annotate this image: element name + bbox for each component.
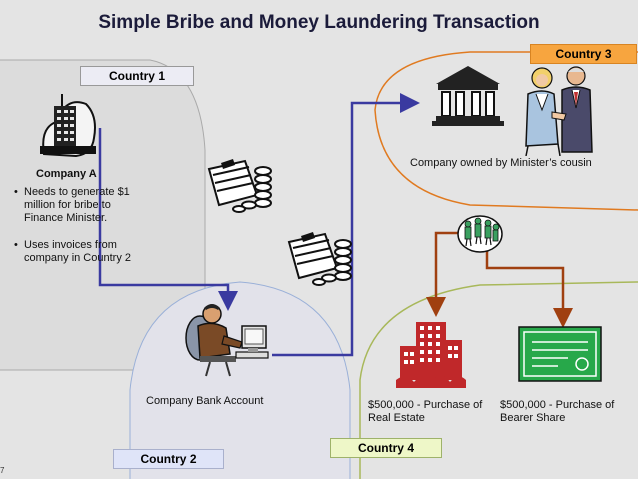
flow-arrow-bank-to-cousin [272, 93, 420, 357]
flow-arrow-to-bearer-share [485, 246, 573, 328]
country2-badge: Country 2 [113, 449, 224, 469]
flow-arrow-to-real-estate [426, 231, 462, 317]
country4-badge: Country 4 [330, 438, 442, 458]
cousin-company-label: Company owned by Minister’s cousin [410, 157, 592, 169]
company-bank-account-label: Company Bank Account [146, 395, 264, 407]
country3-badge: Country 3 [530, 44, 637, 64]
country2-region [129, 281, 351, 479]
money-stack-icon [207, 159, 272, 213]
company-a-bullet-1: •Needs to generate $1 million for bribe … [14, 186, 130, 224]
bank-building-icon [432, 66, 504, 126]
country4-region [359, 281, 638, 479]
real-estate-purchase-label: $500,000 - Purchase of Real Estate [368, 399, 483, 424]
group-people-icon [457, 215, 503, 253]
businessman-at-computer-icon [185, 304, 269, 377]
money-stack-icon [287, 232, 352, 286]
bearer-certificate-icon [518, 326, 602, 382]
company-a-label: Company A [36, 168, 97, 180]
page-number: 7 [0, 466, 5, 475]
handshake-people-icon [525, 66, 593, 156]
apartment-building-icon [396, 322, 466, 388]
company-a-bullet-2: •Uses invoices from company in Country 2 [14, 239, 131, 264]
bearer-share-purchase-label: $500,000 - Purchase of Bearer Share [500, 399, 615, 424]
country1-badge: Country 1 [80, 66, 194, 86]
flow-arrow-company-a-to-bank [98, 128, 238, 311]
page-title: Simple Bribe and Money Laundering Transa… [98, 12, 540, 33]
office-building-icon [40, 94, 96, 158]
country3-region [374, 51, 638, 211]
